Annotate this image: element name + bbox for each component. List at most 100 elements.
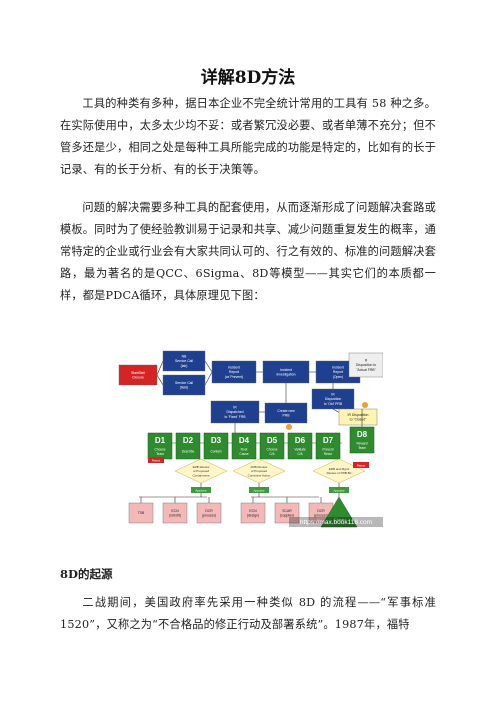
- flow-box-start-line: Closure: [132, 375, 144, 379]
- connector-line: [204, 360, 213, 373]
- flow-box-sc_field: [162, 374, 206, 396]
- approve-badge-2: [249, 487, 269, 493]
- flow-box-ir_closure-line: to "Closed": [350, 417, 368, 421]
- flow-box-start: [118, 364, 158, 386]
- step-sub-d5-line: C/A: [269, 452, 275, 456]
- watermark-bg: [289, 517, 383, 527]
- flow-box-ir_closure: [338, 408, 378, 426]
- output-box-3: [196, 502, 222, 524]
- flow-box-sc_nb-line: NB: [182, 355, 187, 359]
- step-sub-d1-line: Choose: [155, 447, 166, 451]
- step-label-d2: D2: [183, 436, 194, 445]
- review-diamond-2: [232, 458, 286, 484]
- step-box-d5: [259, 432, 285, 460]
- review-label-1-line: of Proposed: [193, 469, 210, 473]
- flow-box-r_disposition: [348, 352, 383, 378]
- flow-box-ir_dispatched-line: Dispatched: [227, 410, 244, 414]
- approve-badge-3: [329, 487, 349, 493]
- connector-line: [156, 360, 164, 376]
- step-label-d3: D3: [211, 436, 222, 445]
- output-box-4-line: (design): [247, 513, 259, 517]
- output-box-5-line: SCAR: [282, 509, 292, 513]
- approve-badge-1: [191, 487, 211, 493]
- step-box-d4: [231, 432, 257, 460]
- flow-box-ir_dispatched-line: IR: [233, 406, 237, 410]
- flow-box-ir_disposition-line: Disposition: [325, 397, 342, 401]
- flow-box-incident_report2-line: Report: [333, 370, 343, 374]
- reject-badge-1: [148, 457, 164, 463]
- output-box-6-line: (process): [314, 513, 328, 517]
- flow-box-sc_nb: [162, 350, 206, 372]
- flow-box-ir_dispatched: [210, 400, 260, 424]
- step-sub-d6-line: Validate: [294, 447, 306, 451]
- step-box-d1: [147, 432, 173, 460]
- output-box-6-line: DCR: [317, 509, 325, 513]
- output-box-1-line: TSB: [138, 511, 145, 515]
- review-label-1-line: Containment: [192, 473, 209, 477]
- flow-box-incident_report-line: (w/ Prevent): [225, 375, 243, 379]
- step-sub-d2-line: Describe: [182, 450, 195, 454]
- flow-box-incident_report2-line: (Open): [333, 375, 344, 379]
- step-sub-d4-line: Root: [241, 447, 248, 451]
- step-sub-d4-line: Cause: [239, 452, 248, 456]
- approve-label: Approve: [195, 488, 207, 492]
- review-label-1-line: ERB Review: [193, 465, 211, 469]
- flow-box-ir_disposition: [311, 388, 355, 410]
- connector-line: [156, 374, 164, 386]
- flow-box-r_disposition-line: "Actual FRB": [356, 368, 376, 372]
- flow-box-create_prb-line: Create new: [277, 409, 295, 413]
- review-diamond-3: [312, 458, 366, 484]
- flow-box-create_prb-line: PRB: [283, 413, 291, 417]
- step-box-d3: [203, 432, 229, 460]
- flow-box-start-line: Start/Bell: [131, 371, 145, 375]
- output-box-5-line: (supplier): [280, 513, 294, 517]
- output-box-5: [274, 502, 300, 524]
- flow-box-incident_inv: [262, 360, 310, 384]
- step-label-d4: D4: [239, 436, 250, 445]
- paragraph-tools: 工具的种类有多种，据日本企业不完全统计常用的工具有 58 种之多。在实际使用中，…: [60, 97, 436, 176]
- step-sub-d7-line: Prevent: [323, 447, 334, 451]
- step-sub-d3-line: Contain: [211, 450, 222, 454]
- page-title: 详解8D方法: [200, 68, 296, 88]
- section-heading-8d-origin: 8D的起源: [60, 567, 113, 581]
- close-label: Close: [334, 517, 345, 522]
- step-box-d2: [175, 432, 201, 460]
- step-box-d8: [349, 426, 375, 454]
- review-label-2-line: FRB Review: [251, 465, 269, 469]
- flow-box-ir_dispatched-line: to 'Fixed' FRB: [224, 415, 246, 419]
- reject-label: Reject: [357, 463, 366, 467]
- flow-box-r_disposition-line: R: [365, 359, 368, 363]
- flow-box-sc_field-line: Service Call: [175, 381, 193, 385]
- flow-box-sc_field-line: (field): [180, 385, 188, 389]
- step-label-d8: D8: [357, 430, 368, 439]
- approve-label: Approve: [253, 488, 265, 492]
- paragraph-problem-solving: 问题的解决需要多种工具的配套使用，从而逐渐形成了问题解决套路或模板。同时为了使经…: [60, 201, 436, 302]
- flow-box-ir_disposition-line: IR: [331, 393, 335, 397]
- paragraph-8d-origin: 二战期间，美国政府率先采用一种类似 8D 的流程——“军事标准1520”，又称之…: [60, 596, 436, 631]
- step-label-d7: D7: [323, 436, 334, 445]
- flow-box-create_prb: [264, 402, 308, 424]
- step-box-d6: [287, 432, 313, 460]
- connector-line: [204, 371, 213, 386]
- approve-label: Approve: [333, 488, 345, 492]
- review-diamond-1: [174, 458, 228, 484]
- output-box-4: [240, 502, 266, 524]
- step-sub-d5-line: Choose: [267, 447, 278, 451]
- step-label-d1: D1: [155, 436, 166, 445]
- output-box-1: [128, 502, 154, 524]
- watermark-text: https://max.book118.com: [300, 519, 372, 526]
- review-label-2-line: Corrective Action: [248, 473, 271, 477]
- step-sub-d8-line: Reward: [357, 441, 368, 445]
- flow-box-sc_nb-line: (lab): [181, 364, 188, 368]
- flow-box-incident_report: [211, 360, 257, 384]
- output-box-2-line: (retrofit): [169, 513, 181, 517]
- step-label-d6: D6: [295, 436, 306, 445]
- review-label-2-line: of Proposed: [251, 469, 268, 473]
- flow-box-incident_report2-line: Incident: [332, 366, 344, 370]
- review-label-3-line: ERB and Mgmt: [329, 467, 350, 471]
- output-box-3-line: DCR: [205, 509, 213, 513]
- flow-box-incident_report-line: Incident: [228, 366, 240, 370]
- marker-circle: [362, 402, 368, 408]
- reject-label: Reject: [152, 458, 161, 462]
